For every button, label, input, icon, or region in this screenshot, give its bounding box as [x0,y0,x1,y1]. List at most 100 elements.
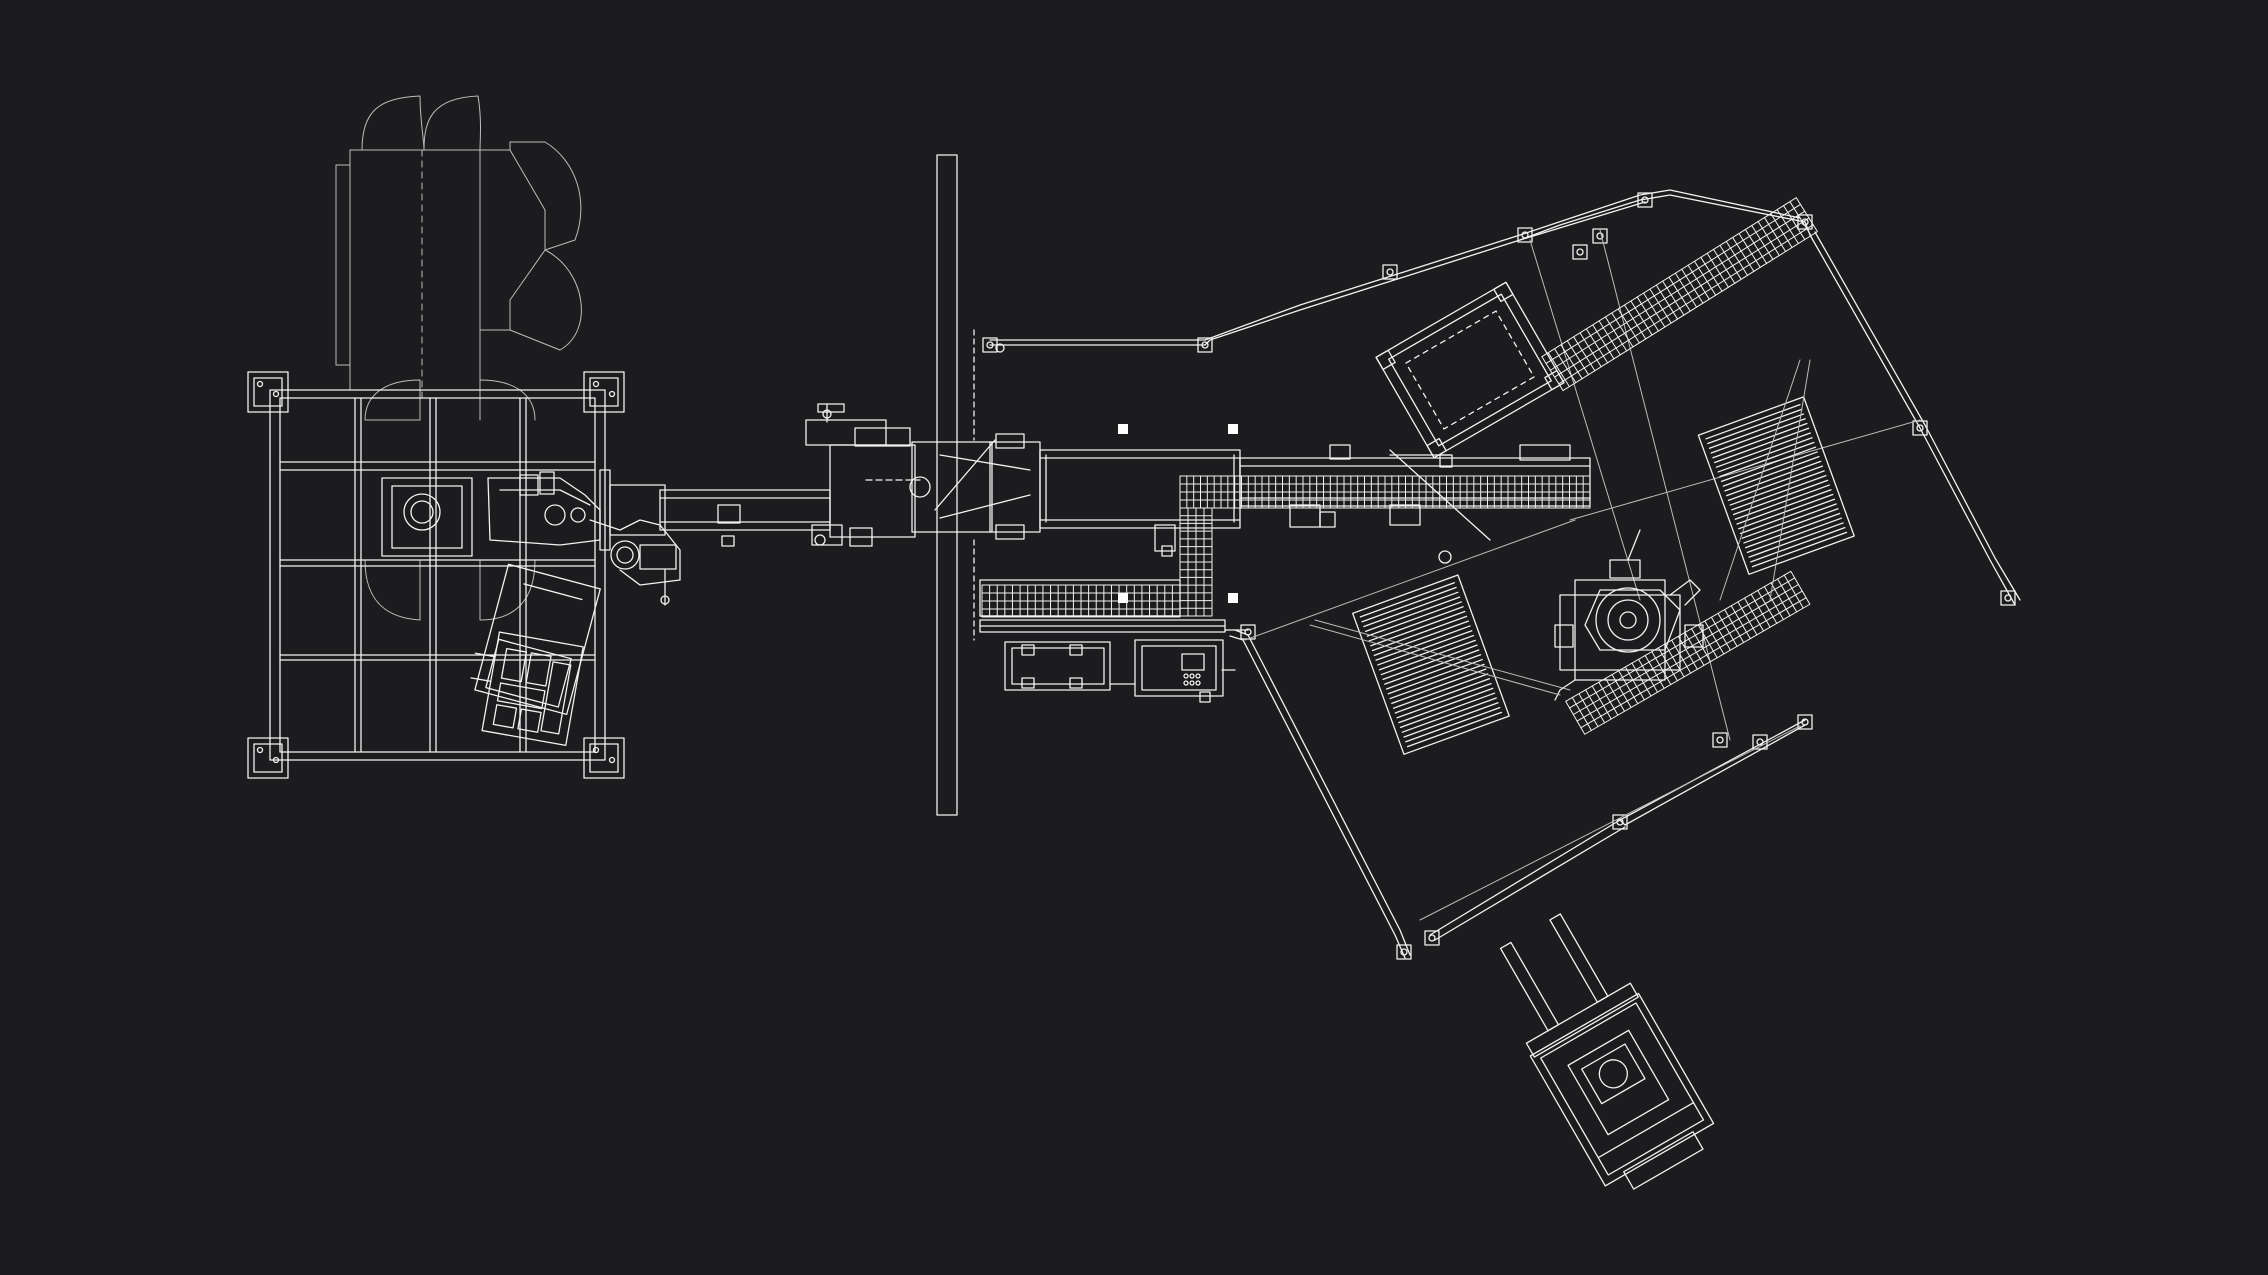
fence-post [1752,734,1768,750]
pallet-slat [1710,418,1806,454]
grid-diag1-roller [1719,244,1742,280]
pallet-slat [1368,606,1464,642]
grid-diag1-roller [1770,213,1793,249]
fence-post-bolt [1521,231,1529,239]
safety-fence [982,189,2021,960]
fence-post-bolt [1916,424,1924,432]
grid-diag2-roller [1571,697,1592,731]
grid-diag2-roller [1657,647,1678,682]
grid-diag1-roller [1611,312,1634,348]
pallet-slat [1382,644,1478,681]
grid-diag2-roller [1783,574,1804,609]
pallet-slat [1738,493,1834,530]
pallet-slat [1724,456,1820,492]
grid-diag2-roller [1691,628,1712,663]
grid-diag1-roller [1700,256,1723,292]
grid-diag1-roller [1585,328,1609,364]
grid-diag1-roller [1693,260,1717,296]
grid-diag2-rail [1569,577,1796,709]
pallet-slat [1748,522,1844,558]
pallet-slat [1387,658,1483,695]
fence-post [1797,714,1813,730]
separation-wall [909,154,1031,816]
fence-post [1396,944,1412,960]
pallet-slat [1403,702,1499,738]
grid-diag2-roller [1624,666,1645,701]
pallet-slat [1385,654,1482,690]
grid-diag2-roller [1644,654,1665,689]
grid-diag1-roller [1789,201,1812,237]
pallet-slat [1726,460,1822,497]
pallet-slat [1741,503,1837,539]
fence-post-bolt [1428,934,1436,942]
pallet-slat [1732,479,1829,516]
pallet-slat [1380,639,1476,676]
grid-diag2-roller [1677,635,1698,670]
grid-diag1-rail [1545,203,1801,364]
pallet-slat [1731,474,1827,511]
fence-post [1712,732,1728,748]
conveyor-grid-left [981,584,1181,618]
conveyor-grid-main [1179,475,1591,509]
pallet-slat [1359,582,1455,618]
fence-post [2000,590,2016,606]
pallet-slat [1705,403,1801,440]
control-cabinet [1004,639,1236,703]
fence-post-bolt [1386,268,1394,276]
grid-diag2-roller [1671,639,1692,674]
pallet-slat [1396,682,1492,719]
grid-diag1-roller [1604,316,1628,352]
grid-diag2-roller [1704,620,1725,655]
roller-conveyor [979,343,1591,633]
grid-diag1-roller [1725,240,1748,276]
pallet-left [1352,574,1510,755]
pallet-slat [1715,432,1811,468]
fence-post [1382,264,1398,280]
grid-diag2-roller [1763,586,1784,621]
grid-diag1-roller [1681,268,1704,304]
pallet-slat [1720,446,1817,483]
grid-diag2-roller [1717,612,1738,647]
grid-diag2-roller [1730,605,1751,640]
grid-diag2-roller [1770,582,1791,617]
grid-diag2-roller [1724,609,1745,643]
pallet-slat [1727,465,1824,501]
grid-diag2-roller [1651,651,1672,686]
grid-diag2-roller [1585,689,1606,724]
grid-diag1-roller [1643,292,1666,328]
pallet-slat [1364,596,1461,632]
pallet-slat [1394,678,1490,714]
grid-diag2-roller [1604,677,1625,712]
fence-post-bolt [1244,628,1252,636]
pallet-slat [1707,408,1803,445]
grid-diag1-roller [1630,300,1653,336]
fence-post [982,337,998,353]
grid-diag1-roller [1662,280,1685,316]
fence-post [1912,420,1928,436]
grid-diag1-roller [1649,288,1672,324]
grid-diag2-roller [1697,624,1718,659]
pallet-slat [1398,687,1494,724]
grid-diag2-roller [1777,578,1798,613]
fence-post-bolt [1641,196,1649,204]
fence-post-bolt [2004,594,2012,602]
fence-post-bolt [1576,248,1584,256]
grid-diag1-roller [1674,272,1698,308]
grid-diag2-roller [1710,616,1731,651]
pallet-right-slats [1705,403,1848,568]
grid-diag2-rail [1580,597,1807,729]
pallet-slat [1401,697,1497,733]
grid-diag2-roller [1618,670,1639,705]
grid-diag1-roller [1732,236,1755,272]
pallet-slat [1375,625,1471,661]
empty-pallet-magazine [1375,281,1565,459]
grid-diag1-roller [1744,228,1768,264]
grid-diag1-roller [1547,352,1570,388]
pallet-slat [1746,517,1843,554]
fence-post [1517,227,1533,243]
pallet-slat [1745,512,1841,549]
bag-conveyor [659,403,921,547]
grid-diag1-roller [1566,340,1589,376]
